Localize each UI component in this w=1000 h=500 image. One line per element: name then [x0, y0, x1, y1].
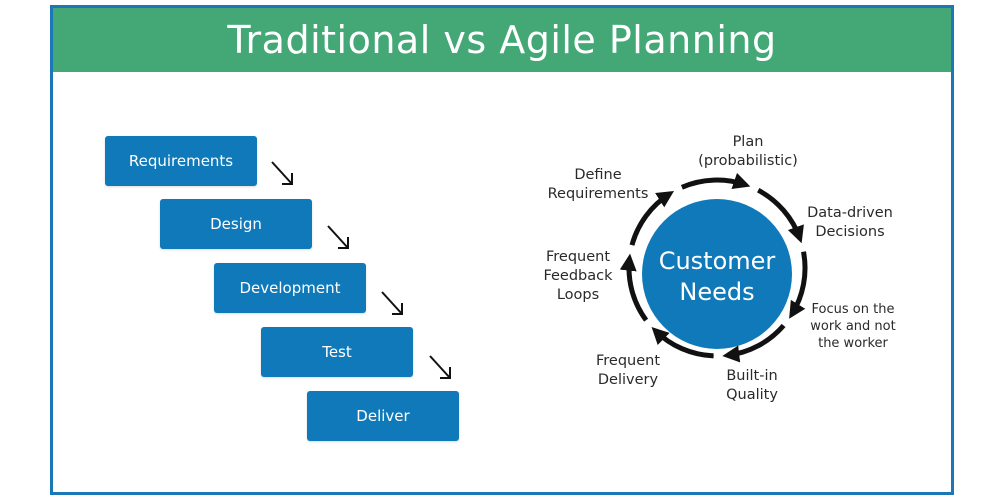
label-feedback-line-2: Feedback: [543, 268, 613, 284]
step-test: Test: [261, 327, 413, 377]
cycle-arrow-segment: [629, 191, 675, 246]
step-development: Development: [214, 263, 366, 313]
label-feedback-line-1: Frequent: [545, 249, 611, 265]
label-focus-line-3: the worker: [818, 336, 888, 351]
cycle-arrow-segment: [680, 172, 751, 190]
label-data-driven: Data-driven Decisions: [790, 204, 910, 242]
label-define-requirements: Define Requirements: [536, 166, 660, 204]
step-requirements: Requirements: [105, 136, 257, 186]
arrow-down-right-icon: [327, 225, 349, 249]
label-plan-line-2: (probabilistic): [698, 153, 798, 169]
cycle-arrow-segment: [619, 253, 649, 322]
label-focus-line-2: work and not: [810, 319, 896, 334]
label-data-line-2: Decisions: [815, 224, 885, 240]
step-deliver: Deliver: [307, 391, 459, 441]
cycle-arrow-segment: [756, 187, 804, 244]
label-built-in-quality: Built-in Quality: [700, 367, 804, 405]
arrow-down-right-icon: [381, 291, 403, 315]
label-quality-line-2: Quality: [726, 387, 778, 403]
label-plan-line-1: Plan: [732, 134, 764, 150]
label-quality-line-1: Built-in: [726, 368, 778, 384]
label-define-line-1: Define: [574, 167, 622, 183]
label-delivery-line-2: Delivery: [597, 372, 659, 388]
arrow-down-right-icon: [429, 355, 451, 379]
label-data-line-1: Data-driven: [807, 205, 893, 221]
cycle-arrow-segment: [722, 323, 786, 363]
cycle-arrow-segment: [651, 327, 714, 359]
center-line-1: Customer: [658, 247, 776, 275]
center-line-2: Needs: [679, 278, 755, 306]
step-design: Design: [160, 199, 312, 249]
label-focus-line-1: Focus on the: [811, 302, 895, 317]
header-banner: Traditional vs Agile Planning: [53, 8, 951, 72]
label-plan: Plan (probabilistic): [678, 133, 818, 171]
label-feedback-line-3: Loops: [556, 287, 600, 303]
arrow-down-right-icon: [271, 161, 293, 185]
diagram-frame: Traditional vs Agile Planning: [50, 5, 954, 495]
label-delivery-line-1: Frequent: [595, 353, 661, 369]
label-feedback-loops: Frequent Feedback Loops: [526, 248, 630, 305]
customer-needs-circle: [642, 199, 792, 349]
cycle-arrow-segment: [789, 251, 808, 319]
page-title: Traditional vs Agile Planning: [227, 18, 777, 62]
label-define-line-2: Requirements: [547, 186, 649, 202]
label-frequent-delivery: Frequent Delivery: [576, 352, 680, 390]
label-focus: Focus on the work and not the worker: [800, 301, 906, 352]
